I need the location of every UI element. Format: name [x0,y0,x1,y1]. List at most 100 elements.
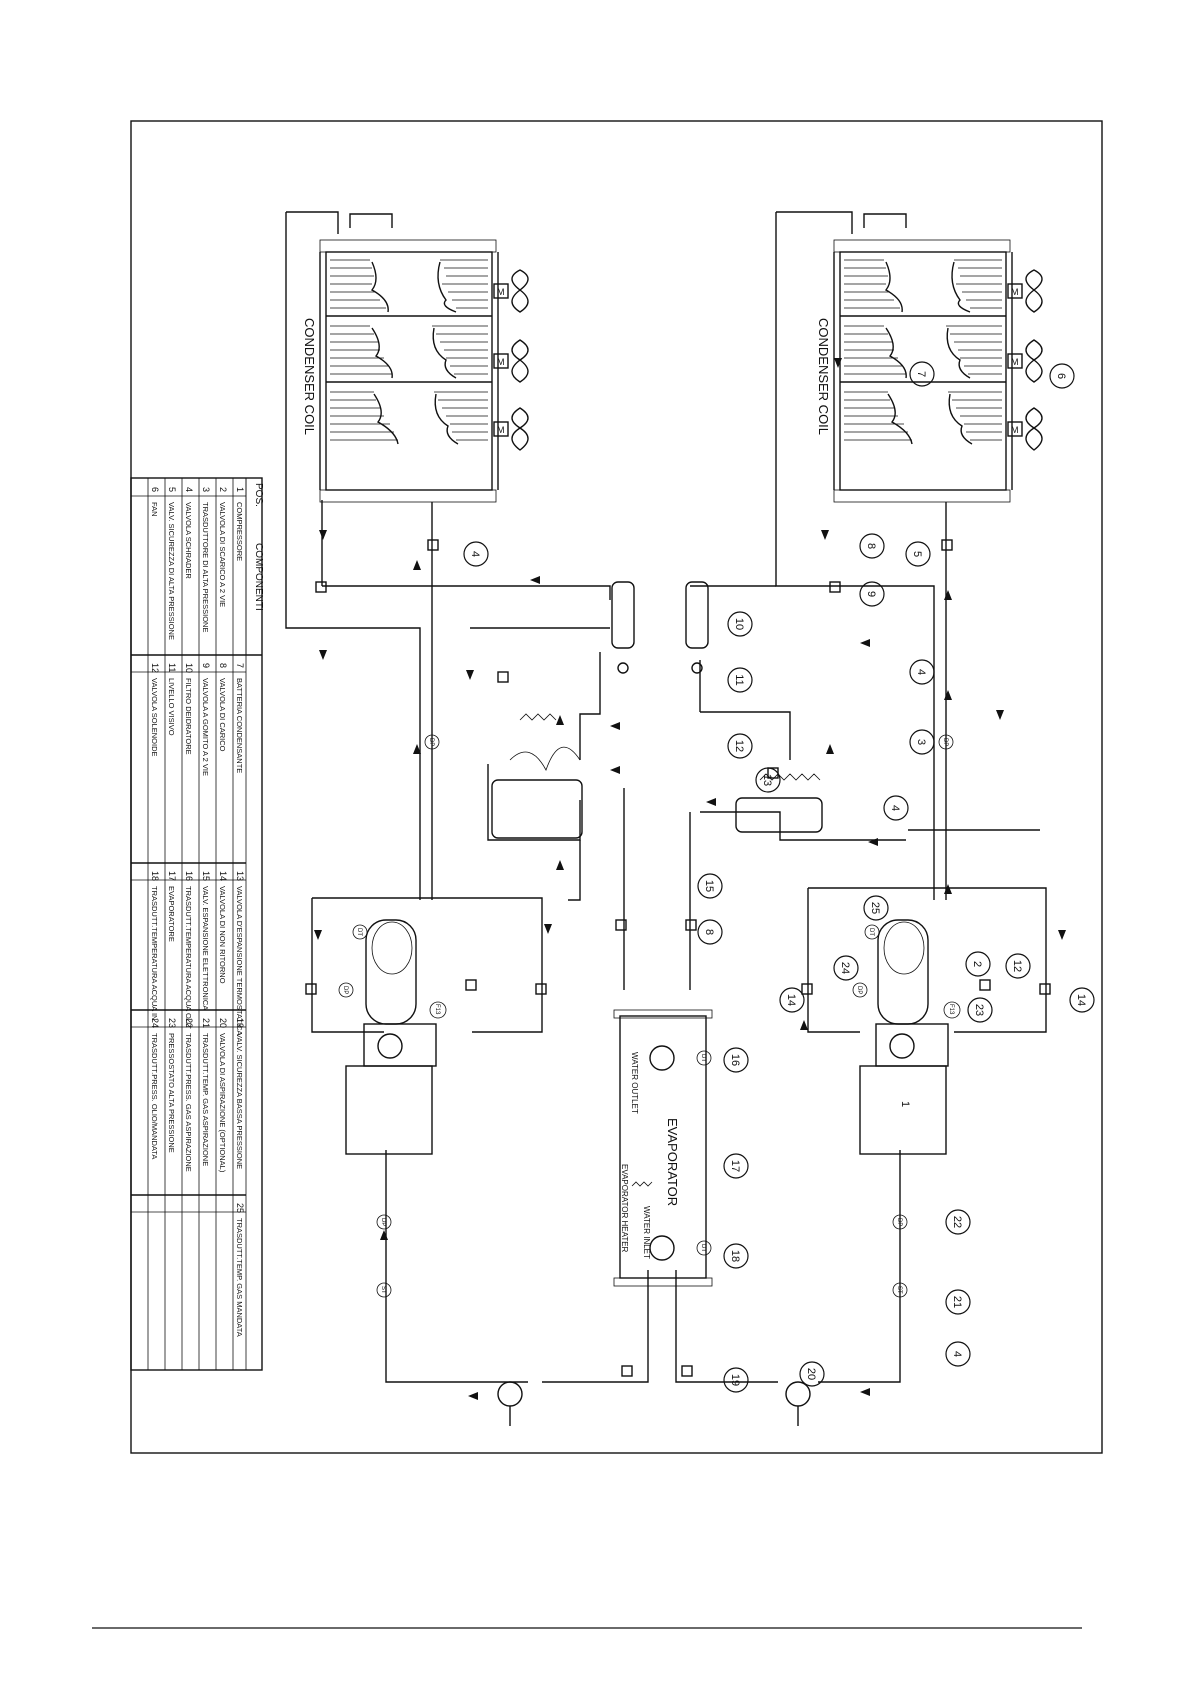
callout-label: 18 [729,1250,741,1262]
table-pos-cell: 9 [201,663,211,668]
table-component-cell: TRASDUTT.TEMPERATURA ACQUA IN [150,886,159,1020]
table-pos-cell: 20 [218,1018,228,1028]
callout-circle [1069,987,1095,1013]
callout-label: 4 [915,669,927,675]
callout-label: 2 [971,961,983,967]
callout-label: 17 [729,1160,741,1172]
table-pos-cell: 25 [235,1203,245,1213]
callout-circle [883,795,909,821]
temp-tag: DT [868,928,874,936]
table-component-cell: VALVOLA SCHRADER [184,502,193,579]
table-component-cell: VALVOLA D'ESPANSIONE TERMOSTATICA [235,886,244,1035]
table-component-cell: TRASDUTT.TEMP. GAS ASPIRAZIONE [201,1033,210,1166]
table-pos-cell: 24 [150,1018,160,1028]
table-component-cell: VALV. SICUREZZA BASSA PRESSIONE [235,1033,244,1169]
right-condenser-coil: CONDENSER COIL [816,239,1013,503]
callout-circle [463,541,489,567]
suction-temp-tag: ST [380,1286,386,1294]
table-component-cell: VALVOLA DI SCARICO A 2 VIE [218,502,227,607]
callout-1-on-compressor: 1 [899,1101,911,1107]
suction-temp-tag: ST [896,1286,902,1294]
callout-circle [1005,953,1031,979]
callout-circle [723,1367,749,1393]
table-components-header: COMPONENTI [253,543,264,611]
fan-icon: M [1007,269,1043,313]
callout-label: 10 [733,618,745,630]
valve-symbols [305,539,1051,1377]
table-pos-cell: 15 [201,871,211,881]
callout-circle [863,895,889,921]
table-component-cell: FAN [150,502,159,517]
evaporator: EVAPORATOR WATER OUTLET WATER INLET EVAP… [613,1009,713,1287]
table-component-cell: TRASDUTT.TEMPERATURA ACQUA OUT [184,886,193,1029]
drawing-frame [130,120,1103,1454]
table-component-cell: PRESSOSTATO ALTA PRESSIONE [167,1033,176,1153]
suction-valve-left [497,1381,523,1426]
motor-label: M [497,357,505,367]
filter-drier-right [685,581,709,674]
callout-label: 4 [951,1351,963,1357]
table-pos-cell: 3 [201,487,211,492]
table-pos-cell: 10 [184,663,194,673]
fan-icon: M [493,339,529,383]
table-pos-cell: 18 [150,871,160,881]
right-condenser-label: CONDENSER COIL [816,318,831,435]
callout-circle [965,951,991,977]
water-outlet-label: WATER OUTLET [630,1052,639,1114]
table-pos-cell: 7 [235,663,245,668]
callout-label: 9 [865,591,877,597]
table-pos-cell: 16 [184,871,194,881]
filter-drier-left [611,581,635,674]
callout-label: 20 [805,1368,817,1380]
callout-circle [909,729,935,755]
motor-label: M [1011,357,1019,367]
water-inlet-label: WATER INLET [642,1206,651,1259]
table-pos-cell: 2 [218,487,228,492]
temp-tag: DT [356,928,362,936]
callout-circle [727,667,753,693]
table-component-cell: VALVOLA A GOMITO A 2 VIE [201,678,210,776]
table-component-cell: TRASDUTT.PRESS. GAS ASPIRAZIONE [184,1033,193,1172]
table-component-cell: VALVOLA DI ASPIRAZIONE (OPTIONAL) [218,1033,227,1173]
evaporator-heater-label: EVAPORATOR HEATER [620,1164,629,1253]
callout-label: 4 [889,805,901,811]
callout-circle [697,919,723,945]
table-pos-cell: 19 [235,1018,245,1028]
temp-tag: DT [700,1054,706,1062]
pressure-tag: DP [428,738,434,746]
callout-label: 23 [973,1004,985,1016]
table-pos-cell: 23 [167,1018,177,1028]
table-pos-cell: 22 [184,1018,194,1028]
callout-label: 15 [703,880,715,892]
high-pressure-switch-tag: F13 [948,1004,954,1015]
table-pos-cell: 11 [167,663,177,672]
right-fans: M M M [1007,269,1043,451]
left-condenser-coil: CONDENSER COIL [302,239,499,503]
temp-tag: DT [700,1244,706,1252]
table-pos-cell: 6 [150,487,160,492]
motor-label: M [1011,287,1019,297]
callout-label: 11 [733,674,745,685]
callout-label: 7 [915,371,927,377]
callout-circle [799,1361,825,1387]
table-pos-cell: 5 [167,487,177,492]
piping-lines [285,211,1047,1383]
callout-label: 24 [839,962,851,974]
table-pos-cell: 12 [150,663,160,673]
table-component-cell: VALVOLA DI CARICO [218,678,227,752]
left-condenser-label: CONDENSER COIL [302,318,317,435]
callout-circle [833,955,859,981]
table-component-cell: FILTRO DEIDRATORE [184,678,193,755]
callout-circle [697,873,723,899]
callout-label: 8 [703,929,715,935]
callout-label: 12 [1011,960,1023,972]
table-component-cell: VALVOLA SOLENOIDE [150,678,159,757]
callout-label: 21 [951,1296,963,1308]
pressure-tag: DP [342,986,348,994]
table-component-cell: BATTERIA CONDENSANTE [235,678,244,773]
callout-label: 25 [869,902,881,914]
callout-label: 12 [733,740,745,752]
compressor-right: 1 [859,919,949,1155]
